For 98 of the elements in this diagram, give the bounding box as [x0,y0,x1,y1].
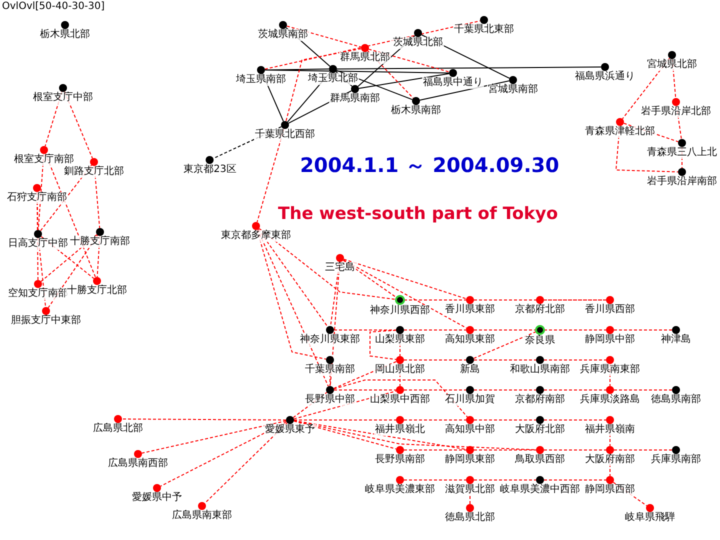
connector-line [293,420,536,450]
region-label: 十勝支庁南部 [69,236,131,248]
region-label: 岡山県北部 [374,364,426,376]
connector-line [286,48,362,122]
region-label: 徳島県南部 [650,394,702,406]
region-label: 岩手県沿岸北部 [640,106,712,118]
region-label: 岩手県沿岸南部 [646,176,718,188]
region-label: 長野県南部 [374,454,426,466]
connector-line [342,260,398,298]
region-label: 京都府北部 [514,304,566,316]
region-label: 千葉県北西部 [254,129,316,141]
connector-line [258,228,397,300]
region-label: 岐阜県飛騨 [624,512,676,524]
region-label: 胆振支庁中東部 [10,315,82,327]
region-label: 東京都23区 [182,164,238,176]
region-label: 広島県北部 [92,423,144,435]
region-label: 日高支庁中部 [7,238,69,250]
region-label: 埼玉県北部 [307,73,359,85]
region-label: 神奈川県東部 [299,334,361,346]
region-label: 青森県三八上北 [646,147,718,159]
connector-line [122,418,286,420]
region-label: 新島 [459,364,481,376]
region-label: 茨城県南部 [257,29,309,41]
connector-line [336,66,602,70]
region-label: 千葉県北東部 [453,24,515,36]
connector-line [204,422,288,504]
region-label: 根室支庁中部 [32,92,94,104]
connector-line [622,58,670,120]
connector-line [264,70,450,74]
region-label: 鳥取県西部 [514,454,566,466]
connector-line [141,420,287,454]
region-label: 高知県東部 [444,334,496,346]
region-label: 根室支庁南部 [13,154,75,166]
region-label: 岐阜県美濃東部 [364,484,436,496]
region-label: 岐阜県美濃中西部 [499,484,581,496]
region-label: 三宅島 [324,262,356,274]
region-label: 愛媛県中予 [131,492,183,504]
connector-line [370,330,397,360]
region-label: 広島県南西部 [107,458,169,470]
region-label: 空知支庁南部 [7,288,69,300]
region-label: 山梨県東部 [374,334,426,346]
region-label: 徳島県北部 [444,512,496,524]
region-label: 兵庫県淡路島 [579,394,641,406]
connector-line [48,234,98,308]
connector-line [343,258,467,300]
connector-line [293,420,397,450]
region-label: 兵庫県南東部 [579,364,641,376]
region-label: 香川県西部 [584,304,636,316]
region-label: 愛媛県東予 [264,424,316,436]
region-label: 茨城県北部 [392,37,444,49]
region-label: 宮城県北部 [646,59,698,71]
connector-line [264,20,481,70]
region-label: 静岡県東部 [444,454,496,466]
region-label: 神津島 [660,334,692,346]
connector-line [343,259,467,329]
region-label: 群馬県北部 [339,52,391,64]
date-range-title: 2004.1.1 ～ 2004.09.30 [300,152,560,179]
region-label: 十勝支庁北部 [66,285,128,297]
connector-line [473,331,537,359]
connector-line [40,164,92,232]
region-label: 栃木県南部 [390,105,442,117]
connector-line [293,420,467,450]
region-label: 釧路支庁北部 [63,166,125,178]
connector-line [333,380,468,418]
filter-parameter-label: OvlOvl[50-40-30-30] [2,1,105,12]
region-label: 大阪府南部 [584,454,636,466]
region-label: 滋賀県北部 [444,484,496,496]
region-label: 山梨県中西部 [369,394,431,406]
connector-line [160,421,287,487]
region-label: 神奈川県西部 [369,305,431,317]
region-label: 青森県津軽北部 [584,126,656,138]
connector-line [358,73,450,89]
connector-line [286,26,450,72]
region-label: 埼玉県南部 [235,74,287,86]
region-label: 大阪府北部 [514,424,566,436]
region-label: 宮城県南部 [487,84,539,96]
region-label: 群馬県南部 [329,93,381,105]
region-label: 東京都多摩東部 [220,230,292,242]
region-label: 千葉県南部 [304,364,356,376]
region-label: 石狩支庁南部 [6,192,68,204]
subtitle: The west-south part of Tokyo [278,204,558,224]
region-label: 兵庫県南部 [650,454,702,466]
region-label: 香川県東部 [444,304,496,316]
region-label: 和歌山県南部 [509,364,571,376]
connector-line [258,228,328,328]
region-label: 静岡県中部 [584,334,636,346]
region-label: 石川県加賀 [444,394,496,406]
region-label: 高知県中部 [444,424,496,436]
connector-line [367,50,414,99]
region-label: 奈良県 [524,335,556,347]
region-label: 福井県嶺北 [374,424,426,436]
region-label: 長野県中部 [304,394,356,406]
region-label: 福島県中通り [422,77,484,89]
region-label: 京都府南部 [514,394,566,406]
region-label: 福井県嶺南 [584,424,636,436]
region-label: 静岡県西部 [584,484,636,496]
region-label: 広島県南東部 [171,510,233,522]
region-label: 栃木県北部 [39,29,91,41]
